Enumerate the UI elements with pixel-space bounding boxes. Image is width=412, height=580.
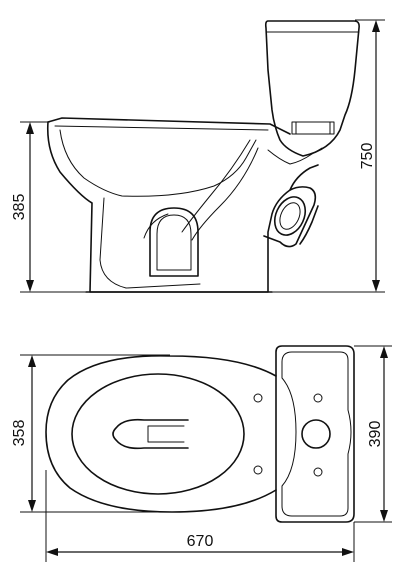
top-bowl-inner	[71, 373, 245, 495]
side-view	[46, 20, 360, 293]
top-bolt-hole	[253, 393, 263, 403]
top-cistern-outer	[275, 345, 355, 523]
side-flush-valve	[291, 121, 335, 135]
dim-tank-width: 390	[354, 345, 392, 523]
side-trap-line	[99, 197, 201, 289]
side-trap-arch-inner	[156, 214, 192, 271]
side-trap-arch-outer	[149, 207, 199, 277]
side-cistern	[264, 20, 360, 157]
dim-total-height: 750	[270, 19, 385, 293]
side-rim-inner	[54, 125, 269, 131]
side-trap-line-3	[191, 147, 259, 241]
dimension-lines: 385 750 358 390	[11, 19, 392, 562]
side-bowl-body	[46, 121, 317, 293]
top-bolt-hole	[313, 467, 323, 477]
dim-total-length-label: 670	[187, 533, 214, 550]
side-trap-line-4	[267, 147, 323, 165]
top-outlet	[301, 419, 331, 449]
dim-seat-height: 385	[11, 121, 90, 293]
top-bolt-hole	[313, 393, 323, 403]
top-view	[45, 345, 355, 523]
side-flush-valve-detail	[295, 121, 331, 135]
side-trap-arch-edge	[143, 213, 169, 239]
side-rim	[47, 117, 291, 135]
dim-seat-height-label: 385	[11, 194, 28, 221]
top-bolt-hole	[253, 465, 263, 475]
top-drain-inner	[147, 425, 185, 443]
top-drain	[112, 418, 189, 450]
side-outlet-inner	[279, 202, 301, 230]
dim-total-length: 670	[45, 470, 355, 562]
side-outlet	[289, 164, 319, 245]
dim-bowl-width-label: 358	[11, 420, 28, 447]
top-bowl-outer	[45, 355, 277, 513]
dim-bowl-width: 358	[11, 354, 170, 513]
top-cistern-inner	[281, 351, 352, 517]
side-inner-bowl	[59, 129, 257, 197]
side-trap-line-2	[181, 139, 251, 233]
dim-tank-width-label: 390	[367, 421, 384, 448]
side-outlet-mouth	[273, 196, 307, 236]
dim-total-height-label: 750	[359, 143, 376, 170]
